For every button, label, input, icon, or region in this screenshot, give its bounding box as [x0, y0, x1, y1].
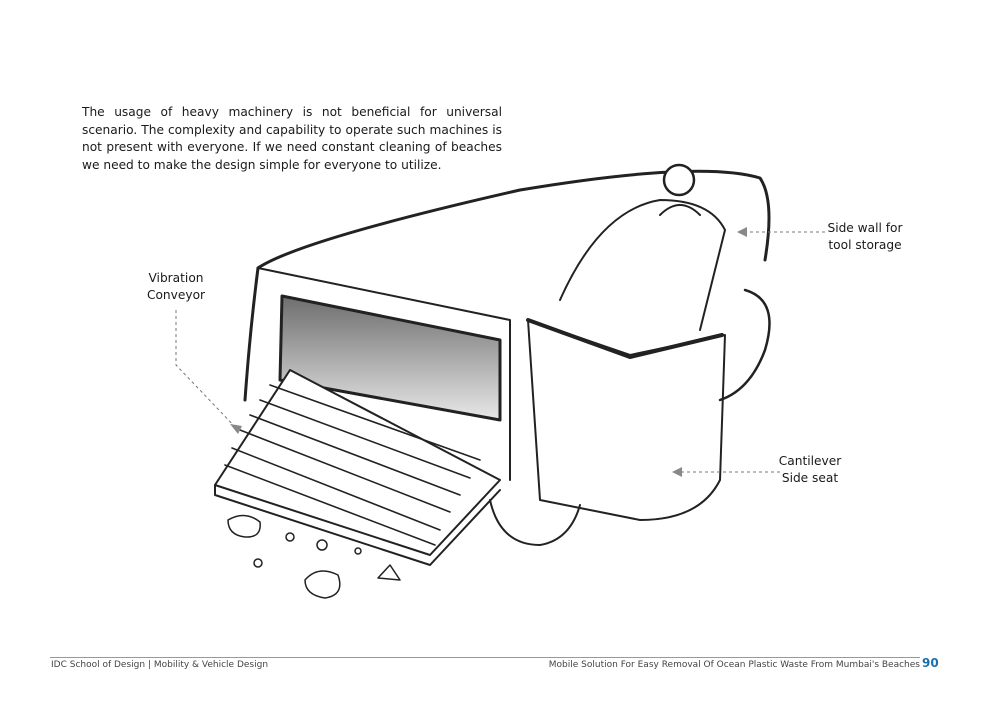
- footer-right: Mobile Solution For Easy Removal Of Ocea…: [548, 660, 920, 670]
- label-line: tool storage: [828, 238, 902, 252]
- vibration-conveyor-label: Vibration Conveyor: [138, 270, 214, 304]
- side-wall-label: Side wall for tool storage: [820, 220, 910, 254]
- label-line: Vibration: [148, 271, 204, 285]
- label-line: Conveyor: [146, 288, 206, 302]
- footer-rule: [50, 657, 920, 658]
- intro-paragraph: The usage of heavy machinery is not bene…: [82, 105, 502, 172]
- footer-left: IDC School of Design | Mobility & Vehicl…: [51, 660, 269, 670]
- page-number: 90: [922, 656, 939, 670]
- label-line: Cantilever: [778, 454, 842, 468]
- label-line: Side wall for: [827, 221, 903, 235]
- label-line: Side seat: [781, 471, 839, 485]
- cantilever-seat-label: Cantilever Side seat: [770, 453, 850, 487]
